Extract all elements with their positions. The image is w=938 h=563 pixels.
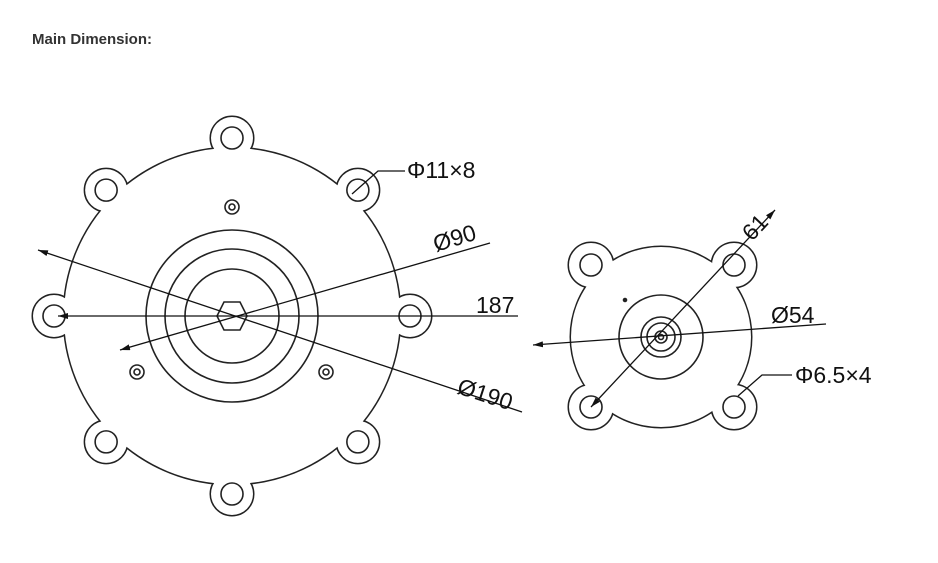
large-diaphragm: Φ11×8 Ø90 187 Ø190 (31, 115, 523, 517)
hole-label: Φ6.5×4 (795, 362, 872, 388)
diameter-label: Ø54 (771, 302, 815, 328)
mounting-hole (220, 126, 244, 150)
mounting-hole (94, 178, 118, 202)
outer-diameter-label: Ø190 (454, 373, 516, 415)
mounting-hole (220, 482, 244, 506)
mounting-hole (346, 430, 370, 454)
mounting-hole (94, 430, 118, 454)
section-heading: Main Dimension: (32, 31, 153, 48)
small-diaphragm: 61 Ø54 Φ6.5×4 (532, 209, 872, 431)
diagonal-label: 61 (737, 209, 773, 245)
dimension-lines (532, 209, 827, 408)
hole-spacing-label: 187 (476, 292, 514, 318)
inner-diameter-label: Ø90 (430, 219, 479, 257)
dimension-lines (37, 170, 523, 413)
hole-label: Φ11×8 (407, 157, 475, 183)
mounting-hole (346, 178, 370, 202)
